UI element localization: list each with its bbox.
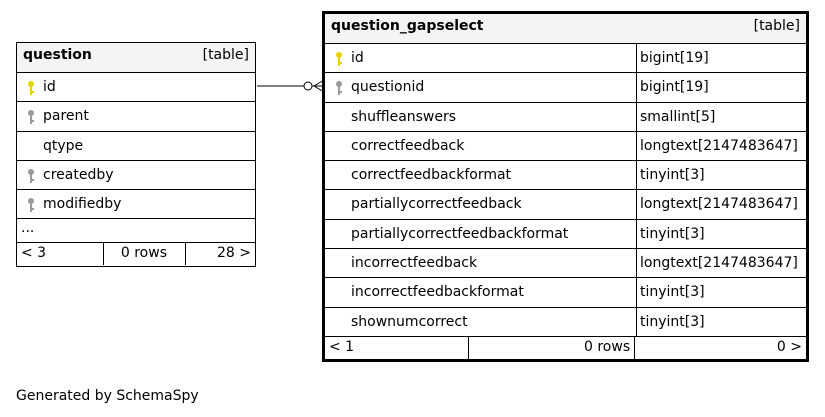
column-type: bigint[19] xyxy=(640,79,709,96)
column-row-questionid: questionid bigint[19] xyxy=(325,73,806,103)
column-name: modifiedby xyxy=(43,196,122,213)
column-type: longtext[2147483647] xyxy=(640,137,798,154)
column-name: id xyxy=(351,50,364,66)
question-gapselect-row-count: 0 rows xyxy=(584,338,631,355)
question-more-columns: ... xyxy=(17,219,255,244)
foreign-key-icon xyxy=(28,168,34,183)
column-name: id xyxy=(43,79,56,95)
question-parents-count: < 3 xyxy=(21,245,47,262)
relationship-questionid-to-id xyxy=(257,79,325,93)
column-type: longtext[2147483647] xyxy=(640,196,798,213)
column-name: parent xyxy=(43,108,89,125)
column-row-incorrectfeedback: incorrectfeedback longtext[2147483647] xyxy=(325,249,806,279)
column-row-shownumcorrect: shownumcorrect tinyint[3] xyxy=(325,307,806,337)
question-gapselect-column-list: id bigint[19] questionid bigint[19] shufflea… xyxy=(325,44,806,337)
question-gapselect-table-footer: < 1 0 rows 0 > xyxy=(325,336,806,359)
question-gapselect-table-header: question_gapselect [table] xyxy=(325,14,806,44)
column-name: qtype xyxy=(43,137,84,154)
column-name: createdby xyxy=(43,166,114,183)
foreign-key-icon xyxy=(28,198,34,213)
column-row-shuffleanswers: shuffleanswers smallint[5] xyxy=(325,102,806,132)
column-type: tinyint[3] xyxy=(640,313,705,330)
column-row-qtype: qtype xyxy=(17,132,255,161)
column-name: shuffleanswers xyxy=(351,108,457,125)
question-table-type: [table] xyxy=(202,47,249,63)
question-gapselect-children-count: 0 > xyxy=(776,338,802,355)
column-name: questionid xyxy=(351,79,425,96)
column-name: partiallycorrectfeedbackformat xyxy=(351,225,569,242)
column-row-modifiedby: modifiedby xyxy=(17,190,255,220)
question-table-footer: < 3 0 rows 28 > xyxy=(17,243,255,266)
primary-key-icon xyxy=(28,81,34,95)
question-row-count: 0 rows xyxy=(120,245,167,262)
column-row-partiallycorrectfeedback: partiallycorrectfeedback longtext[2147483… xyxy=(325,190,806,220)
column-name: incorrectfeedbackformat xyxy=(351,284,524,301)
column-name: correctfeedbackformat xyxy=(351,167,512,184)
column-row-correctfeedback: correctfeedback longtext[2147483647] xyxy=(325,131,806,162)
column-type: tinyint[3] xyxy=(640,167,705,184)
column-row-incorrectfeedbackformat: incorrectfeedbackformat tinyint[3] xyxy=(325,278,806,308)
column-name: partiallycorrectfeedback xyxy=(351,196,522,213)
question-table: question [table] id parent qtype createdby m… xyxy=(16,42,256,267)
column-type: smallint[5] xyxy=(640,108,716,125)
column-name: correctfeedback xyxy=(351,137,465,154)
column-type: tinyint[3] xyxy=(640,225,705,242)
primary-key-icon xyxy=(336,52,342,66)
question-table-header: question [table] xyxy=(17,43,255,73)
foreign-key-icon xyxy=(28,110,34,125)
ellipsis-text: ... xyxy=(21,220,35,237)
column-row-createdby: createdby xyxy=(17,161,255,191)
column-type: longtext[2147483647] xyxy=(640,255,798,272)
question-gapselect-table-type: [table] xyxy=(753,18,800,34)
column-name: incorrectfeedback xyxy=(351,255,478,272)
column-row-partiallycorrectfeedbackformat: partiallycorrectfeedbackformat tinyint[3] xyxy=(325,219,806,250)
column-row-correctfeedbackformat: correctfeedbackformat tinyint[3] xyxy=(325,161,806,191)
column-name: shownumcorrect xyxy=(351,313,468,330)
column-row-id: id bigint[19] xyxy=(325,44,806,74)
foreign-key-icon xyxy=(336,81,342,96)
question-gapselect-table-name: question_gapselect xyxy=(331,18,484,34)
column-type: bigint[19] xyxy=(640,50,709,66)
schemaspy-credit: Generated by SchemaSpy xyxy=(16,388,199,404)
column-row-parent: parent xyxy=(17,102,255,132)
question-children-count: 28 > xyxy=(217,245,251,262)
column-row-id: id xyxy=(17,73,255,103)
column-type: tinyint[3] xyxy=(640,284,705,301)
question-table-name: question xyxy=(23,47,92,63)
question-column-list: id parent qtype createdby modifiedby xyxy=(17,73,255,220)
question-gapselect-parents-count: < 1 xyxy=(329,338,355,355)
